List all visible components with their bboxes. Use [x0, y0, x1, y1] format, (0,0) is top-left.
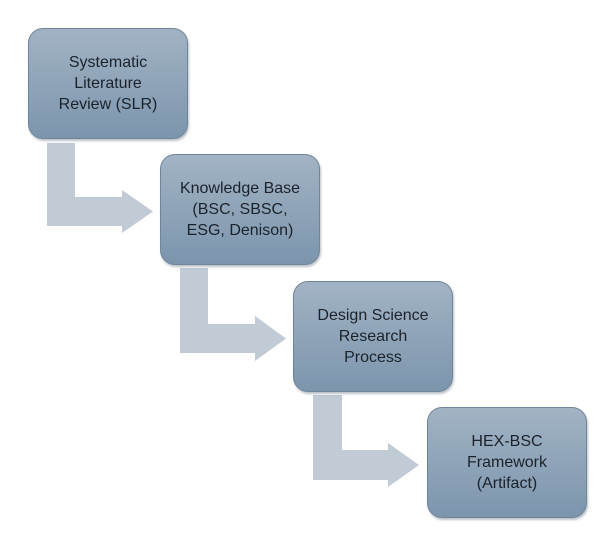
step-box-systematic-literature-review: Systematic Literature Review (SLR): [28, 28, 188, 139]
step-box-knowledge-base: Knowledge Base (BSC, SBSC, ESG, Denison): [160, 154, 320, 265]
step-box-hex-bsc-framework: HEX-BSC Framework (Artifact): [427, 407, 587, 518]
step-label: Knowledge Base (BSC, SBSC, ESG, Denison): [179, 180, 301, 239]
bent-arrow-knowledge-base-to-dsr-process: [180, 268, 286, 361]
step-label: Systematic Literature Review (SLR): [58, 54, 158, 113]
step-label: HEX-BSC Framework (Artifact): [466, 433, 547, 492]
bent-arrow-slr-to-knowledge-base: [47, 143, 153, 233]
step-label: Design Science Research Process: [317, 307, 429, 366]
bent-arrow-dsr-process-to-hex-bsc: [313, 395, 419, 487]
step-box-design-science-research-process: Design Science Research Process: [293, 281, 453, 392]
